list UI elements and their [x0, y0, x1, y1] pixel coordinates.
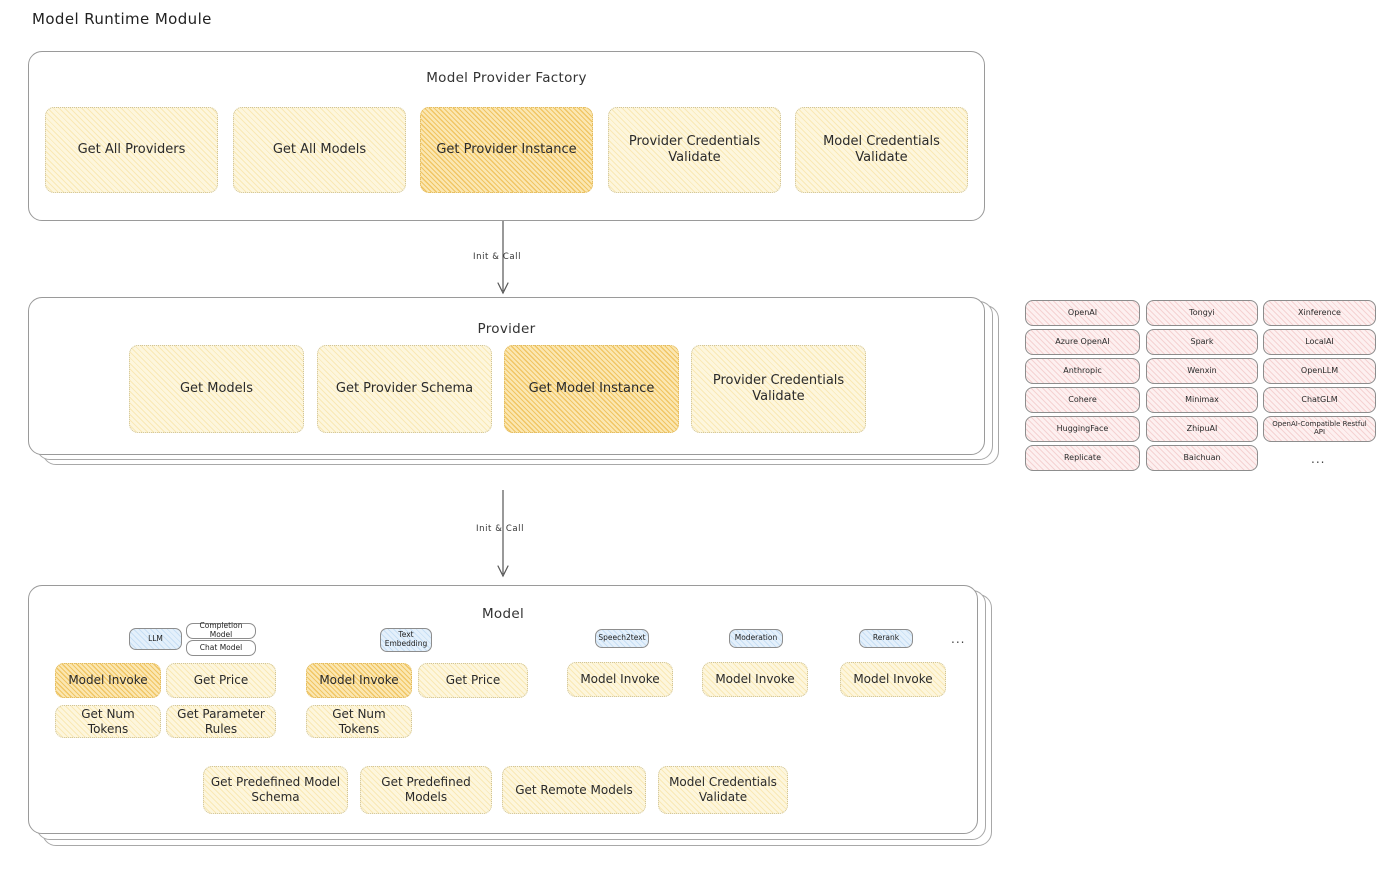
model-node-llm-get-parameter-rules[interactable]: Get Parameter Rules [166, 705, 276, 738]
provider-chip-azure-openai[interactable]: Azure OpenAI [1025, 329, 1140, 355]
model-chip-rerank[interactable]: Rerank [859, 629, 913, 648]
arrow-label-init-call-2: Init & Call [476, 524, 525, 534]
model-groups-more: ... [951, 632, 966, 646]
factory-node-get-provider-instance[interactable]: Get Provider Instance [420, 107, 593, 193]
model-node-llm-get-num-tokens[interactable]: Get Num Tokens [55, 705, 161, 738]
model-node-model-credentials-validate[interactable]: Model Credentials Validate [658, 766, 788, 814]
provider-chip-minimax[interactable]: Minimax [1146, 387, 1258, 413]
provider-chip-chatglm[interactable]: ChatGLM [1263, 387, 1376, 413]
model-title: Model [481, 606, 525, 622]
provider-chip-openai[interactable]: OpenAI [1025, 300, 1140, 326]
provider-chip-openllm[interactable]: OpenLLM [1263, 358, 1376, 384]
model-node-llm-get-price[interactable]: Get Price [166, 663, 276, 698]
arrow-provider-to-model [488, 490, 518, 582]
factory-node-get-all-providers[interactable]: Get All Providers [45, 107, 218, 193]
model-node-speech2text-model-invoke[interactable]: Model Invoke [567, 662, 673, 697]
provider-chip-wenxin[interactable]: Wenxin [1146, 358, 1258, 384]
provider-chip-huggingface[interactable]: HuggingFace [1025, 416, 1140, 442]
model-node-get-predefined-models[interactable]: Get Predefined Models [360, 766, 492, 814]
provider-chip-replicate[interactable]: Replicate [1025, 445, 1140, 471]
provider-chip-openai-compatible-restful-api[interactable]: OpenAI-Compatible Restful API [1263, 416, 1376, 442]
provider-node-get-models[interactable]: Get Models [129, 345, 304, 433]
provider-list-more: ... [1311, 452, 1326, 466]
provider-chip-spark[interactable]: Spark [1146, 329, 1258, 355]
model-node-text-embedding-get-price[interactable]: Get Price [418, 663, 528, 698]
provider-chip-zhipuai[interactable]: ZhipuAI [1146, 416, 1258, 442]
model-provider-factory-title: Model Provider Factory [426, 70, 587, 86]
factory-node-get-all-models[interactable]: Get All Models [233, 107, 406, 193]
arrow-down-icon [497, 221, 509, 295]
arrow-label-init-call-1: Init & Call [473, 252, 522, 262]
model-subchip-completion-model[interactable]: Completion Model [186, 622, 256, 639]
model-node-get-remote-models[interactable]: Get Remote Models [502, 766, 646, 814]
provider-chip-xinference[interactable]: Xinference [1263, 300, 1376, 326]
model-chip-speech2text[interactable]: Speech2text [595, 629, 649, 648]
model-node-text-embedding-model-invoke[interactable]: Model Invoke [306, 663, 412, 698]
model-chip-text-embedding[interactable]: Text Embedding [380, 628, 432, 652]
arrow-down-icon [497, 490, 509, 578]
model-node-get-predefined-model-schema[interactable]: Get Predefined Model Schema [203, 766, 348, 814]
provider-title: Provider [477, 321, 536, 337]
factory-node-model-credentials-validate[interactable]: Model Credentials Validate [795, 107, 968, 193]
model-node-rerank-model-invoke[interactable]: Model Invoke [840, 662, 946, 697]
provider-chip-cohere[interactable]: Cohere [1025, 387, 1140, 413]
model-chip-llm[interactable]: LLM [129, 628, 182, 650]
provider-chip-anthropic[interactable]: Anthropic [1025, 358, 1140, 384]
model-subchip-chat-model[interactable]: Chat Model [186, 640, 256, 656]
factory-node-provider-credentials-validate[interactable]: Provider Credentials Validate [608, 107, 781, 193]
provider-node-provider-credentials-validate[interactable]: Provider Credentials Validate [691, 345, 866, 433]
provider-chip-localai[interactable]: LocalAI [1263, 329, 1376, 355]
model-node-llm-model-invoke[interactable]: Model Invoke [55, 663, 161, 698]
provider-node-get-provider-schema[interactable]: Get Provider Schema [317, 345, 492, 433]
arrow-factory-to-provider [488, 221, 518, 299]
model-node-text-embedding-get-num-tokens[interactable]: Get Num Tokens [306, 705, 412, 738]
provider-chip-baichuan[interactable]: Baichuan [1146, 445, 1258, 471]
provider-node-get-model-instance[interactable]: Get Model Instance [504, 345, 679, 433]
model-node-moderation-model-invoke[interactable]: Model Invoke [702, 662, 808, 697]
provider-chip-tongyi[interactable]: Tongyi [1146, 300, 1258, 326]
page-title: Model Runtime Module [32, 10, 212, 28]
model-chip-moderation[interactable]: Moderation [729, 629, 783, 648]
